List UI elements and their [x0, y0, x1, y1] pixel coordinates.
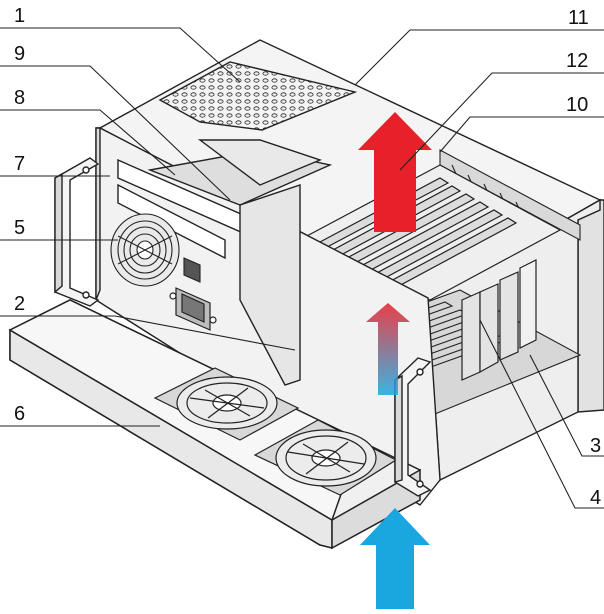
callout-3: 3	[590, 435, 602, 457]
drawer-fan-1	[153, 367, 300, 441]
callout-12: 12	[566, 50, 589, 72]
drawer-fan-2	[253, 419, 398, 496]
callout-8: 8	[14, 87, 26, 109]
callout-6: 6	[14, 403, 26, 425]
callout-5: 5	[14, 217, 26, 239]
plugin-cards	[461, 259, 537, 381]
callout-11: 11	[568, 7, 589, 29]
callout-2: 2	[14, 293, 26, 315]
vent-perforation	[158, 61, 358, 131]
front-panel	[95, 127, 441, 506]
power-switch-icon	[183, 257, 201, 283]
leader-lines	[0, 27, 604, 509]
fan-icon	[110, 213, 180, 287]
callout-9: 9	[14, 43, 26, 65]
callout-1: 1	[14, 5, 26, 27]
airflow-arrow-icon	[358, 112, 432, 609]
callout-10: 10	[566, 94, 589, 116]
callout-7: 7	[14, 153, 26, 175]
left-handle	[54, 157, 100, 307]
power-socket-icon	[169, 287, 217, 331]
callout-4: 4	[590, 487, 602, 509]
right-handle	[394, 357, 432, 497]
